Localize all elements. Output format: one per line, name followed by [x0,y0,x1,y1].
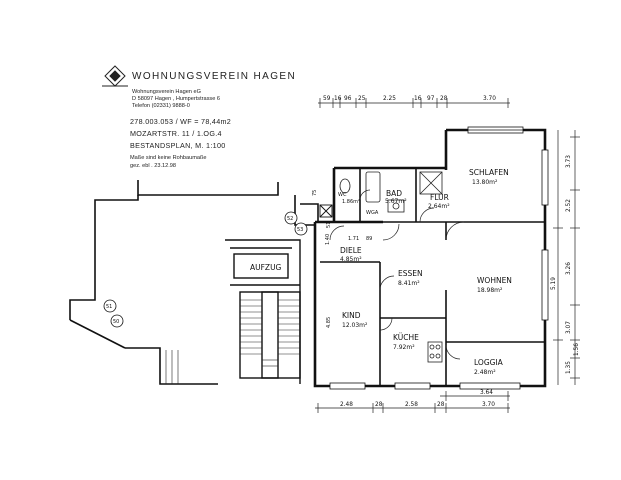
dim-top-label: 97 [427,96,435,102]
room-name-loggia: LOGGIA [474,358,504,367]
note-line-2: gez. ebl . 23.12.98 [130,163,177,169]
plan-line: BESTANDSPLAN, M. 1:100 [130,141,226,150]
neighbour-hatching [165,350,179,384]
dim-right-label: 2.52 [566,199,572,212]
room-name-kueche: KÜCHE [393,333,419,342]
dim-bottom-label: 28 [375,402,383,408]
room-area-essen: 8.41m² [398,280,420,287]
dimension-labels-bottom: 3.64 2.48 28 2.58 28 3.70 [340,390,495,408]
room-area-diele: 4.85m² [340,256,362,263]
stair-treads [240,299,300,367]
object-line: 278.003.053 / WF = 78,44m2 [130,117,232,126]
room-name-schlafen: SCHLAFEN [469,168,509,177]
room-area-loggia: 2.48m² [474,369,496,376]
room-name-essen: ESSEN [398,269,423,278]
logo-emblem [102,65,128,87]
dimension-labels-top: 59 16 96 25 2.25 16 97 28 3.70 [323,96,496,102]
dim-top-label: 3.70 [483,96,496,102]
room-area-flur: 2.64m² [428,203,450,210]
dim-inner-label: 1.71 [348,236,359,242]
room-name-wohnen: WOHNEN [477,276,512,285]
room-name-wc: WC [338,192,347,198]
dim-bottom-label: 28 [437,402,445,408]
room-area-kueche: 7.92m² [393,344,415,351]
dim-bottom-label: 2.48 [340,402,353,408]
address-line-3: Telefon (02331) 9888-0 [132,103,190,109]
org-name: WOHNUNGSVEREIN HAGEN [132,71,297,82]
marker-label: 51 [106,304,112,310]
interior-walls [320,168,545,386]
room-name-kind: KIND [342,311,361,320]
room-name-flur: FLUR [430,193,449,202]
marker-label: 53 [297,227,303,233]
room-area-wohnen: 18.98m² [477,287,503,294]
neighbour-block-left [69,180,319,385]
dim-top-label: 59 [323,96,331,102]
dim-top-label: 25 [358,96,366,102]
dim-inner-label: 4.85 [326,317,332,328]
door-swings [329,189,465,360]
room-name-bad: BAD [386,189,402,198]
street-line: MOZARTSTR. 11 / 1.OG.4 [130,129,222,138]
room-name-diele: DIELE [340,246,362,255]
shaft-marker [319,204,333,218]
dim-bottom-label: 3.70 [482,402,495,408]
dim-right-label: 3.07 [566,321,572,334]
dimension-chain-top [318,98,510,108]
reference-markers [103,211,308,328]
dim-bottom-label: 3.64 [480,390,493,396]
dim-right-label: 5.19 [551,277,557,290]
dim-top-label: 96 [344,96,352,102]
dim-top-label: 28 [440,96,448,102]
address-line-2: D 58097 Hagen , Humpertstrasse 6 [132,96,220,102]
marker-label: 52 [287,216,293,222]
room-area-kind: 12.03m² [342,322,368,329]
dim-bottom-label: 2.58 [405,402,418,408]
dim-inner-label: 1.40 [325,234,331,245]
dim-right-label: 1.56 [574,343,580,356]
dim-right-label: 3.73 [566,155,572,168]
dim-inner-label: 89 [366,236,372,242]
dim-inner-label: 75 [312,190,318,196]
wga-label: WGA [366,210,379,216]
windows [329,126,549,390]
marker-label: 50 [113,319,119,325]
sanitary-fixtures [339,171,443,363]
dim-top-label: 16 [414,96,422,102]
room-area-schlafen: 13.80m² [472,179,498,186]
dim-right-label: 1.35 [566,361,572,374]
dimension-labels-right: 3.73 2.52 3.26 5.19 3.07 1.35 1.56 [551,155,580,374]
room-area-bad: 5.67m² [385,198,407,205]
dim-top-label: 16 [334,96,342,102]
dim-right-label: 3.26 [566,262,572,275]
note-line-1: Maße sind keine Rohbaumaße [130,155,207,161]
room-name-aufzug: AUFZUG [250,263,282,272]
dim-top-label: 2.25 [383,96,396,102]
dim-inner-label: 51 [326,222,332,228]
room-area-wc: 1.86m² [342,199,360,205]
address-line-1: Wohnungsverein Hagen eG [132,89,201,95]
dimension-chain-right [553,130,580,385]
dimension-chain-bottom [315,391,510,413]
